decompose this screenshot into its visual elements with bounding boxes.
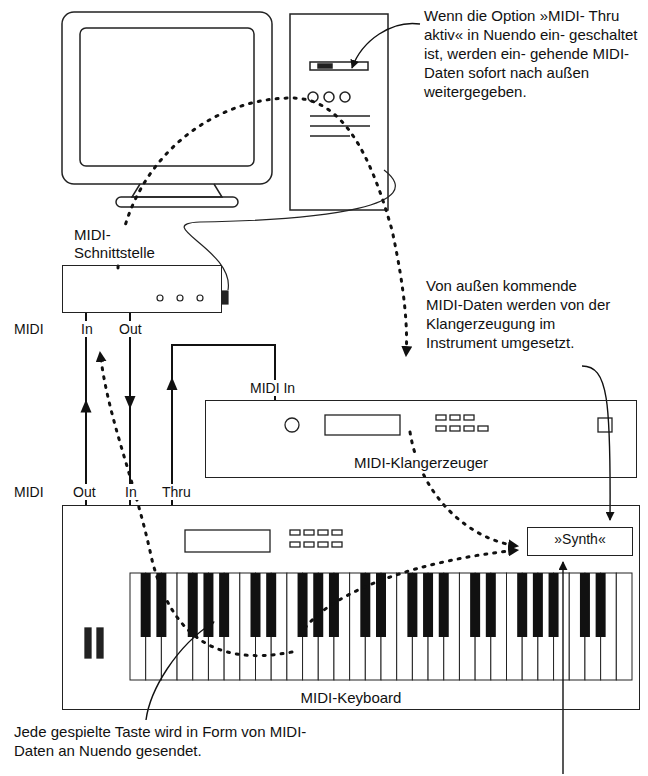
port-label: Out	[71, 484, 98, 500]
keyboard-keys	[616, 573, 632, 680]
keyboard-keys	[188, 573, 198, 637]
sound-module-controls	[285, 418, 299, 432]
computer-tower	[324, 92, 334, 102]
midi-keyboard: MIDI-Keyboard »Synth«	[62, 505, 640, 710]
keyboard-keys	[313, 573, 323, 637]
monitor	[80, 28, 254, 166]
computer-tower	[290, 14, 388, 210]
computer-tower	[318, 64, 332, 68]
keyboard-controls	[318, 530, 328, 535]
leader-line	[562, 562, 563, 774]
keyboard-keys	[407, 573, 417, 637]
keyboard-controls	[185, 530, 270, 552]
port-label: Out	[117, 321, 144, 337]
keyboard-controls	[304, 530, 314, 535]
keyboard-keys	[517, 573, 527, 637]
keyboard-keys	[580, 573, 590, 637]
synth-box: »Synth«	[527, 527, 633, 556]
interface-controls	[157, 291, 228, 304]
callout-note: Wenn die Option »MIDI- Thru aktiv« in Nu…	[422, 6, 648, 101]
keyboard-controls	[332, 530, 342, 535]
computer-tower	[310, 125, 370, 127]
sound-module-controls	[450, 426, 460, 431]
keyboard-keys	[470, 573, 480, 637]
leader-line	[582, 366, 610, 520]
computer-tower	[310, 115, 370, 117]
computer-tower	[340, 92, 350, 102]
keyboard-keys	[549, 573, 559, 637]
sound-module-controls	[285, 415, 612, 435]
keyboard-keys	[596, 573, 606, 637]
interface-controls	[222, 291, 228, 304]
port-label: In	[79, 321, 95, 337]
keyboard-controls	[85, 628, 91, 658]
interface-controls	[177, 295, 183, 301]
sound-module-controls	[598, 418, 612, 432]
keyboard-controls	[290, 542, 300, 547]
port-label: MIDI	[12, 321, 46, 337]
keyboard-keys	[423, 573, 433, 637]
sound-module-controls	[464, 426, 474, 431]
keyboard-keys	[376, 573, 386, 637]
port-label: MIDI In	[248, 380, 297, 396]
device-label: MIDI-Keyboard	[298, 689, 405, 707]
keyboard-keys	[486, 573, 496, 637]
keyboard-controls	[318, 542, 328, 547]
computer-tower	[310, 62, 368, 70]
device-heading: MIDI- Schnittstelle	[74, 226, 174, 262]
callout-note: Jede gespielte Taste wird in Form von MI…	[12, 722, 316, 760]
sound-module-controls	[478, 426, 488, 431]
keyboard-keys	[533, 573, 543, 637]
sound-module-controls	[436, 426, 446, 431]
keyboard-keys	[130, 573, 632, 680]
sound-module-controls	[464, 415, 474, 420]
device-label: MIDI-Klangerzeuger	[351, 454, 491, 472]
keyboard-controls	[332, 542, 342, 547]
port-label: MIDI	[12, 484, 46, 500]
keyboard-controls	[304, 542, 314, 547]
computer-tower	[310, 135, 350, 137]
interface-housing	[62, 265, 222, 313]
port-label: In	[123, 484, 139, 500]
keyboard-keys	[156, 573, 166, 637]
leader-line	[146, 23, 610, 774]
port-label: Thru	[160, 484, 193, 500]
keyboard-keys	[266, 573, 276, 637]
data-flow-path	[100, 98, 518, 656]
arrow-head	[167, 377, 178, 390]
keyboard-controls	[290, 530, 300, 535]
callout-note: Von außen kommende MIDI-Daten werden von…	[424, 276, 613, 352]
sound-module-controls	[436, 415, 446, 420]
keyboard-keys	[360, 573, 370, 637]
data-flow-path	[410, 432, 518, 546]
keyboard-keys	[329, 573, 339, 637]
midi-interface: MIDI- Schnittstelle	[62, 226, 222, 313]
monitor	[62, 12, 272, 184]
keyboard-keys	[439, 573, 449, 637]
arrow-head	[81, 399, 92, 412]
interface-controls	[197, 295, 203, 301]
keyboard-keys	[251, 573, 261, 637]
leader-line	[352, 23, 420, 68]
leader-line	[146, 622, 214, 720]
data-flow-path	[100, 352, 292, 656]
computer-tower	[290, 14, 388, 210]
data-flow-path	[305, 550, 518, 628]
keyboard-keys	[141, 573, 151, 637]
sound-module-controls	[325, 415, 400, 435]
device-label: »Synth«	[538, 531, 622, 548]
computer-cable	[184, 170, 395, 290]
interface-controls	[157, 295, 163, 301]
keyboard-controls	[97, 628, 103, 658]
midi-cable	[172, 345, 275, 505]
sound-module: MIDI-Klangerzeuger	[205, 400, 637, 478]
arrow-head	[125, 396, 136, 409]
monitor	[132, 184, 222, 197]
monitor	[62, 12, 272, 207]
keyboard-keys	[219, 573, 229, 637]
sound-module-controls	[450, 415, 460, 420]
